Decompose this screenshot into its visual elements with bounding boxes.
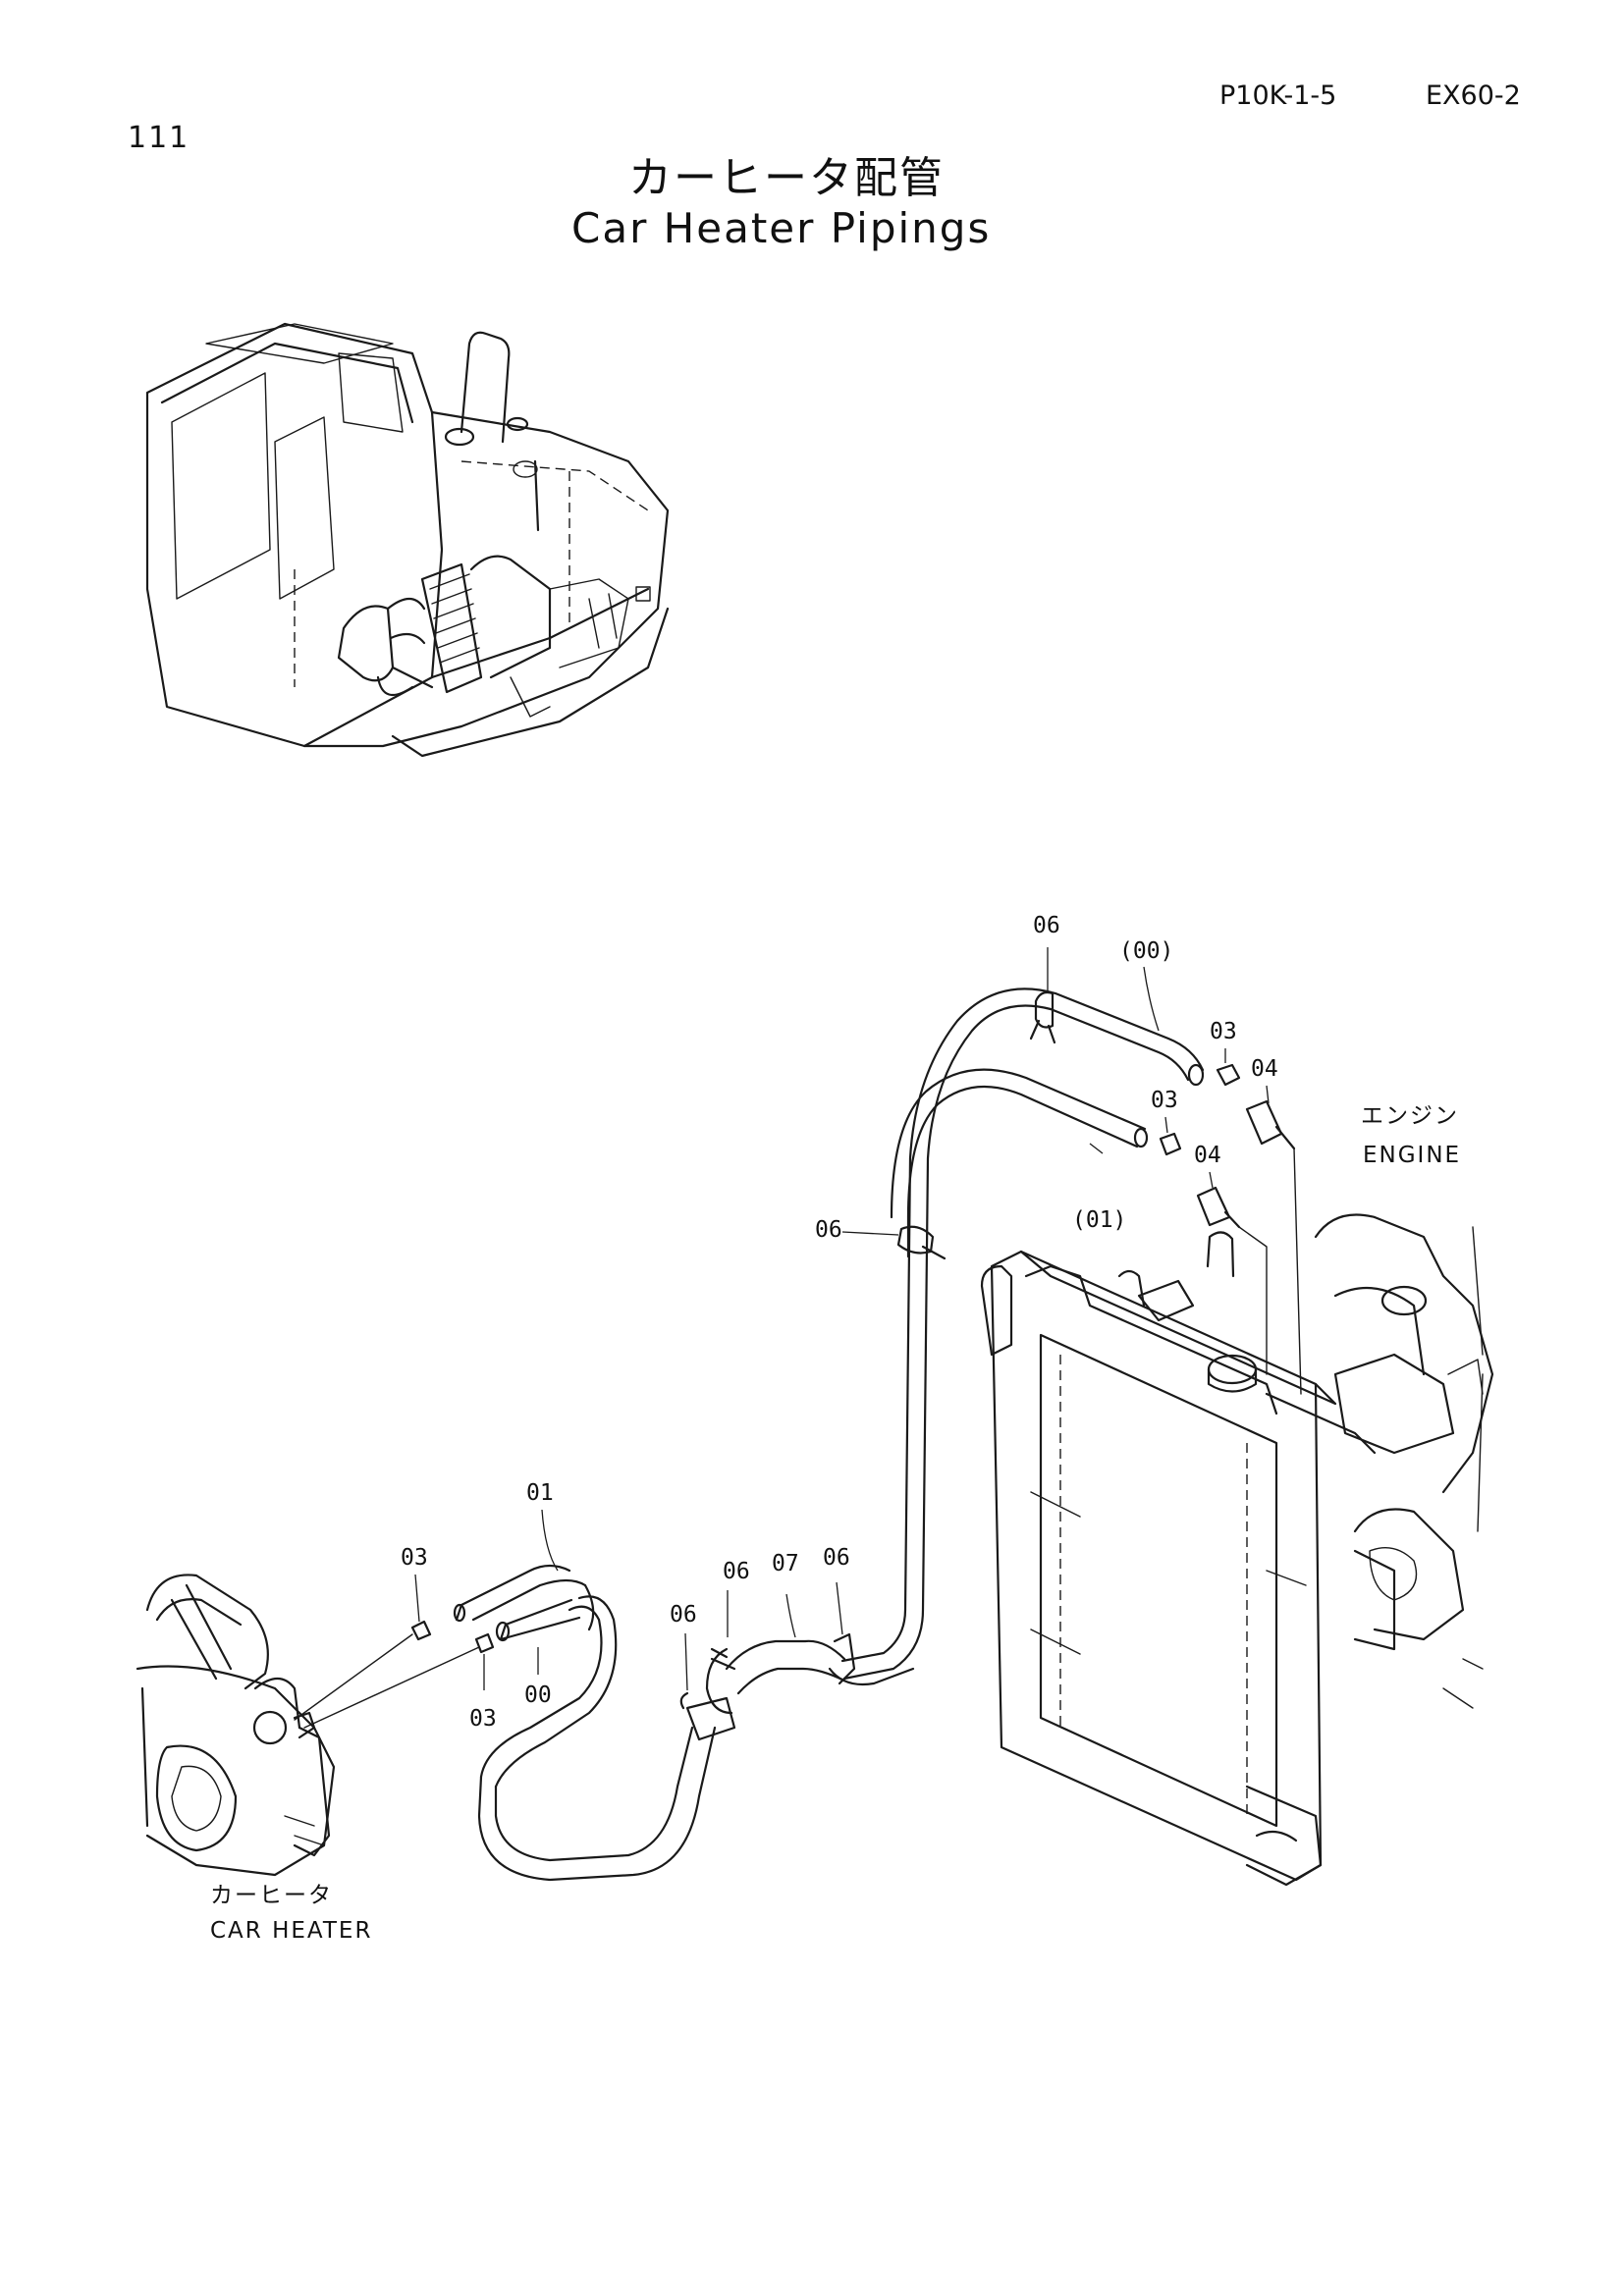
callout-label: 06 <box>823 1545 850 1571</box>
callout-label: 06 <box>670 1602 697 1628</box>
callout-label: 06 <box>723 1559 750 1584</box>
callout-label: 03 <box>1210 1019 1237 1044</box>
machine-model: EX60-2 <box>1426 80 1521 111</box>
callout-label: (01) <box>1072 1207 1127 1233</box>
callout-label: 06 <box>1033 913 1060 938</box>
page-title-japanese: カーヒータ配管 <box>628 153 945 203</box>
callout-label: 03 <box>1151 1088 1178 1113</box>
excavator-overview-illustration <box>145 322 670 758</box>
callout-label: 00 <box>524 1682 552 1708</box>
callout-label: 04 <box>1251 1056 1278 1082</box>
heater-hoses <box>294 988 1302 1882</box>
callout-label: 07 <box>772 1551 799 1576</box>
callout-label: 03 <box>469 1706 497 1732</box>
page-number: 111 <box>128 121 190 155</box>
callout-label: 04 <box>1194 1143 1221 1168</box>
heater-caption-japanese: カーヒータ <box>210 1883 333 1908</box>
engine-caption-japanese: エンジン <box>1361 1103 1459 1129</box>
document-code: P10K-1-5 <box>1219 80 1337 111</box>
heater-caption-english: CAR HEATER <box>210 1918 373 1944</box>
callout-label: (00) <box>1119 938 1174 964</box>
car-heater-illustration <box>135 1574 336 1877</box>
callout-label: 06 <box>815 1217 842 1243</box>
callout-label: 03 <box>401 1545 428 1571</box>
engine-caption-english: ENGINE <box>1363 1143 1462 1168</box>
callout-label: 01 <box>526 1480 554 1506</box>
page-title-english: Car Heater Pipings <box>571 204 992 252</box>
callout-leaders <box>414 947 1270 1691</box>
radiator-engine-illustration <box>980 1213 1494 1887</box>
